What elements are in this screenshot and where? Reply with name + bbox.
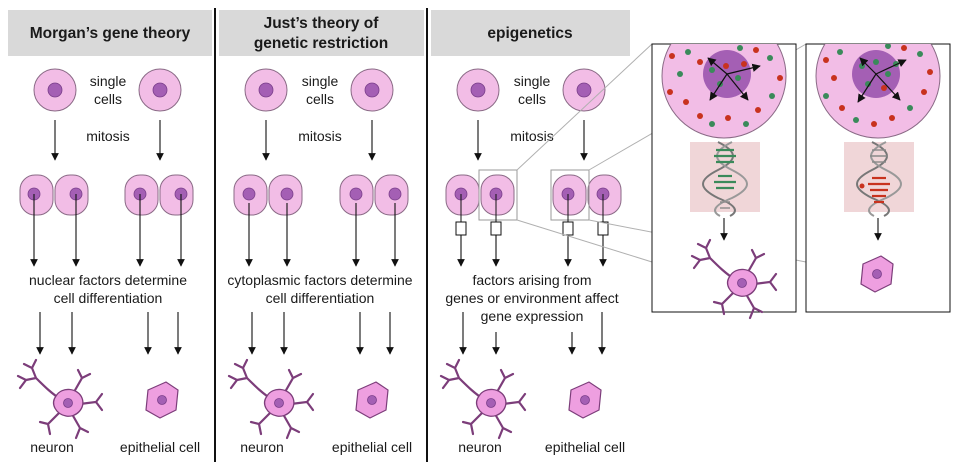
neuron-label: neuron	[240, 439, 284, 455]
epithelial-cell-illustration	[145, 381, 179, 419]
factor-dots	[667, 45, 783, 127]
column-morgan: single cells mitosis nuclear factors det…	[16, 68, 200, 455]
single-cells-label: single	[302, 73, 339, 89]
header-morgan: Morgan’s gene theory	[30, 25, 191, 42]
header-bg-morgan	[8, 10, 212, 56]
dna-helix	[856, 141, 902, 217]
mitosis-label: mitosis	[86, 128, 130, 144]
column-just: single cells mitosis cytoplasmic factors…	[227, 68, 413, 455]
neuron-illustration	[16, 358, 104, 440]
svg-text:cell differentiation: cell differentiation	[266, 290, 375, 306]
header-just-line2: genetic restriction	[254, 35, 388, 52]
mitosis-label: mitosis	[298, 128, 342, 144]
single-cells-label: single	[90, 73, 127, 89]
svg-text:gene expression: gene expression	[481, 308, 584, 324]
neuron-label: neuron	[30, 439, 74, 455]
mitosis-label: mitosis	[510, 128, 554, 144]
single-cells-label: single	[514, 73, 551, 89]
neuron-illustration	[439, 358, 527, 440]
factors-label: factors arising from	[472, 272, 591, 288]
header-bg-just	[219, 10, 424, 56]
svg-text:cells: cells	[518, 91, 546, 107]
zoom-panel-left	[651, 43, 797, 320]
neuron-illustration	[227, 358, 315, 440]
svg-text:cells: cells	[306, 91, 334, 107]
header-just-line1: Just’s theory of	[264, 15, 380, 32]
neuron-label: neuron	[458, 439, 502, 455]
column-epigenetics: single cells mitosis factors arising fro…	[439, 68, 625, 455]
zoom-panel-right	[805, 43, 951, 313]
header-epigenetics: epigenetics	[487, 25, 572, 42]
epithelial-label: epithelial cell	[545, 439, 625, 455]
epithelial-label: epithelial cell	[332, 439, 412, 455]
epithelial-cell-illustration	[568, 381, 602, 419]
svg-text:cells: cells	[94, 91, 122, 107]
epithelial-cell-illustration	[355, 381, 389, 419]
factors-label: nuclear factors determine	[29, 272, 187, 288]
svg-text:cell differentiation: cell differentiation	[54, 290, 163, 306]
dna-helix	[702, 141, 748, 217]
factors-label: cytoplasmic factors determine	[227, 272, 412, 288]
epithelial-label: epithelial cell	[120, 439, 200, 455]
zoom-box	[478, 169, 518, 221]
header-bg-epigenetics	[431, 10, 630, 56]
svg-text:genes or environment affect: genes or environment affect	[445, 290, 618, 306]
zoom-box	[550, 169, 590, 221]
